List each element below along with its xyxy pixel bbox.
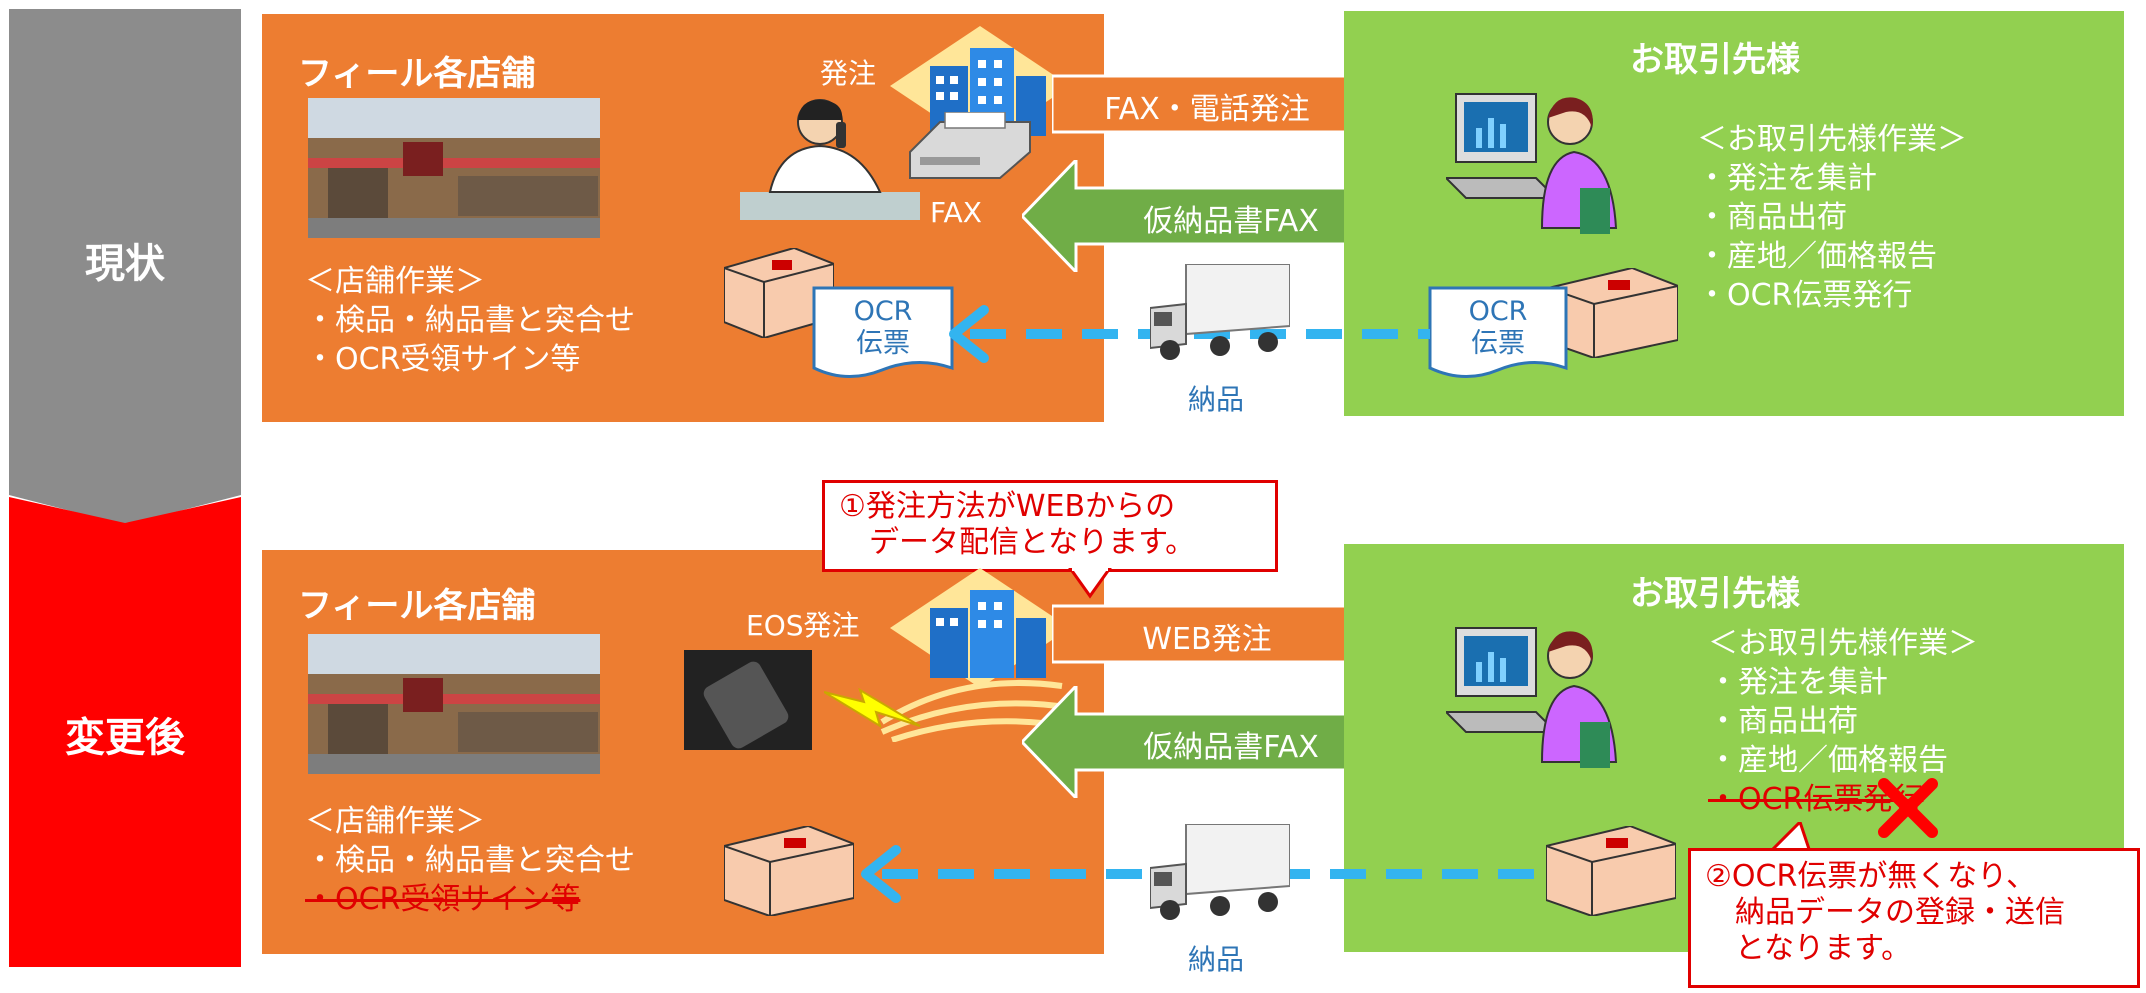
package-box-icon — [1545, 824, 1677, 920]
partner-tasks-current: ＜お取引先様作業＞ ・発注を集計 ・商品出荷 ・産地／価格報告 ・OCR伝票発行 — [1697, 120, 1967, 315]
fax-label-current: FAX — [930, 196, 982, 229]
store-task-heading: ＜店舗作業＞ — [305, 804, 485, 839]
section-current-label: 現状 — [85, 241, 165, 287]
delivery-arrow-current — [940, 300, 1440, 374]
ocr-slip-line: 伝票 — [1471, 328, 1525, 359]
ocr-slip-line: OCR — [853, 296, 913, 327]
partner-task-item: ・産地／価格報告 — [1697, 239, 1937, 274]
order-label-after: EOS発注 — [746, 609, 860, 642]
partner-task-item: ・商品出荷 — [1708, 704, 1858, 739]
delivery-arrow-after — [852, 840, 1562, 914]
order-label-current: 発注 — [820, 57, 877, 90]
partner-title-current: お取引先様 — [1630, 40, 1800, 80]
callout-web-order-tail — [1050, 566, 1120, 604]
partner-task-item: ・発注を集計 — [1697, 161, 1877, 196]
arrow-fax-current-label: 仮納品書FAX — [1143, 204, 1319, 239]
chevron-gray-shape — [9, 9, 241, 525]
store-tasks-current: ＜店舗作業＞ ・検品・納品書と突合せ ・OCR受領サイン等 — [305, 262, 635, 379]
arrow-order-current-label: FAX・電話発注 — [1104, 92, 1310, 127]
store-task-heading: ＜店舗作業＞ — [305, 264, 485, 299]
fax-machine-icon — [900, 111, 1040, 186]
store-task-item: ・OCR受領サイン等 — [305, 342, 581, 377]
ocr-slip-right-current: OCR 伝票 — [1428, 286, 1568, 382]
building-icon — [890, 568, 1070, 692]
computer-worker-icon — [1443, 622, 1626, 776]
partner-task-item: ・OCR伝票発行 — [1697, 278, 1913, 313]
ocr-slip-text: OCR 伝票 — [1428, 296, 1568, 360]
callout-web-order: ①発注方法がWEBからの データ配信となります。 — [822, 480, 1278, 572]
store-title-after: フィール各店舗 — [298, 586, 536, 626]
ocr-slip-left-current: OCR 伝票 — [812, 286, 954, 382]
ocr-slip-line: OCR — [1468, 296, 1528, 327]
computer-worker-icon — [1443, 88, 1626, 242]
partner-title-after: お取引先様 — [1630, 574, 1800, 614]
section-after: 変更後 — [9, 497, 241, 967]
arrow-fax-after-label: 仮納品書FAX — [1143, 730, 1319, 765]
callout-line: となります。 — [1705, 931, 1912, 966]
truck-icon — [1149, 263, 1291, 368]
ocr-slip-line: 伝票 — [856, 328, 910, 359]
package-box-icon — [723, 824, 855, 920]
delivery-label-current: 納品 — [1188, 383, 1245, 416]
handheld-terminal-icon — [684, 650, 812, 754]
partner-task-item: ・産地／価格報告 — [1708, 743, 1948, 778]
store-photo-current — [308, 98, 600, 238]
callout-line: ②OCR伝票が無くなり、 — [1705, 859, 2037, 894]
store-task-item: ・検品・納品書と突合せ — [305, 843, 635, 878]
store-photo-after — [308, 634, 600, 774]
section-after-label: 変更後 — [65, 715, 185, 761]
person-on-phone-icon — [740, 92, 920, 226]
ocr-slip-text: OCR 伝票 — [812, 296, 954, 360]
partner-tasks-after: ＜お取引先様作業＞ ・発注を集計 ・商品出荷 ・産地／価格報告 ・OCR伝票発行 — [1708, 624, 1978, 819]
section-current: 現状 — [9, 9, 241, 525]
delivery-label-after: 納品 — [1188, 943, 1245, 976]
arrow-order-after-label: WEB発注 — [1142, 622, 1272, 657]
partner-task-heading: ＜お取引先様作業＞ — [1708, 626, 1978, 661]
partner-task-item: ・商品出荷 — [1697, 200, 1847, 235]
callout-line: データ配信となります。 — [839, 525, 1196, 560]
lightning-icon — [823, 682, 924, 742]
partner-task-item: ・発注を集計 — [1708, 665, 1888, 700]
truck-icon — [1149, 823, 1291, 928]
cross-mark-icon — [1878, 778, 1938, 842]
store-task-removed: ・OCR受領サイン等 — [305, 882, 581, 917]
callout-line: 納品データの登録・送信 — [1705, 895, 2065, 930]
store-task-item: ・検品・納品書と突合せ — [305, 303, 635, 338]
chevron-red-shape — [9, 497, 241, 967]
store-tasks-after: ＜店舗作業＞ ・検品・納品書と突合せ ・OCR受領サイン等 — [305, 802, 635, 919]
partner-task-heading: ＜お取引先様作業＞ — [1697, 122, 1967, 157]
callout-line: ①発注方法がWEBからの — [839, 489, 1176, 524]
callout-ocr-removed: ②OCR伝票が無くなり、 納品データの登録・送信 となります。 — [1688, 848, 2140, 988]
store-title-current: フィール各店舗 — [298, 54, 536, 94]
